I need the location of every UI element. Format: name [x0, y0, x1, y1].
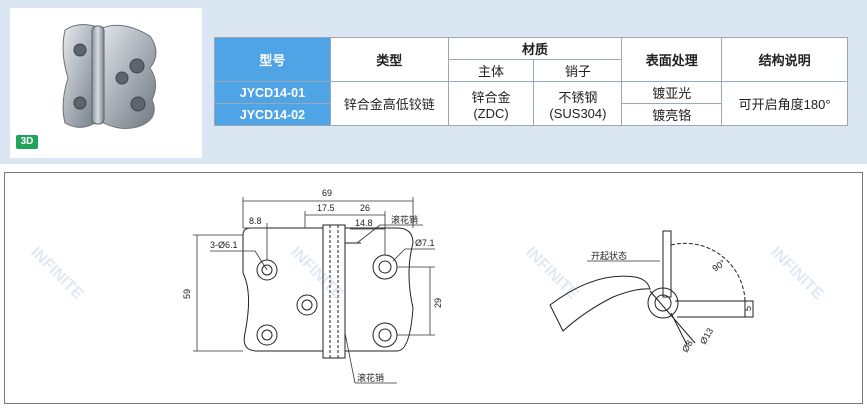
3d-badge[interactable]: 3D	[16, 135, 38, 149]
dim-5: 5	[743, 306, 753, 311]
body-material-cell: 锌合金 (ZDC)	[447, 81, 535, 126]
technical-drawing: INFINITE INFINITE INFINITE INFINITE	[4, 172, 863, 404]
watermark-3: INFINITE	[522, 244, 581, 303]
dim-29: 29	[433, 298, 443, 308]
header-material-body: 主体	[447, 59, 535, 82]
surface-cell-2: 镀亮铬	[621, 103, 723, 126]
holes-label: 3-Ø6.1	[210, 240, 238, 250]
model-cell-2: JYCD14-02	[214, 103, 331, 126]
watermark-1: INFINITE	[27, 244, 86, 303]
hinge-3d-image	[62, 24, 157, 129]
header-structure: 结构说明	[721, 37, 848, 82]
dim-26: 26	[360, 203, 370, 213]
counterbore-label: Ø7.1	[415, 238, 435, 248]
body-material-code: (ZDC)	[473, 105, 509, 121]
dim-height: 59	[182, 289, 192, 299]
dim-14-8: 14.8	[355, 218, 373, 228]
drawing-svg: INFINITE INFINITE INFINITE INFINITE	[27, 188, 827, 384]
pin-material-code: (SUS304)	[549, 105, 607, 121]
open-state-label: 开起状态	[591, 250, 627, 261]
dimension-lines	[193, 197, 435, 384]
angle-label: 90°	[710, 257, 727, 273]
pin-material-cell: 不锈钢 (SUS304)	[533, 81, 623, 126]
header-material: 材质	[447, 37, 623, 60]
header-type: 类型	[329, 37, 449, 82]
surface-cell-1: 镀亚光	[621, 81, 723, 104]
header-material-pin: 销子	[533, 59, 623, 82]
header-surface: 表面处理	[621, 37, 723, 82]
hinge-side-view	[549, 230, 754, 346]
hinge-front-view	[242, 224, 414, 359]
body-material: 锌合金	[471, 89, 511, 105]
pin-material: 不锈钢	[558, 89, 598, 105]
header-model: 型号	[214, 37, 331, 82]
pin-label-top: 滚花销	[391, 214, 418, 225]
watermark-4: INFINITE	[767, 244, 826, 303]
model-cell-1: JYCD14-01	[214, 81, 331, 104]
watermarks: INFINITE INFINITE INFINITE INFINITE	[27, 244, 826, 303]
dim-17-5: 17.5	[317, 203, 335, 213]
product-photo	[10, 8, 202, 158]
type-value: 锌合金高低铰链	[329, 81, 449, 126]
dim-total-width: 69	[322, 188, 332, 198]
structure-value: 可开启角度180°	[721, 81, 848, 126]
spec-table: 型号 类型 材质 表面处理 结构说明 主体 销子 JYCD14-01 锌合金高低…	[214, 37, 848, 126]
pin-label-bottom: 滚花销	[357, 372, 384, 383]
dia-13: Ø13	[698, 326, 715, 346]
dim-8-8: 8.8	[249, 216, 262, 226]
